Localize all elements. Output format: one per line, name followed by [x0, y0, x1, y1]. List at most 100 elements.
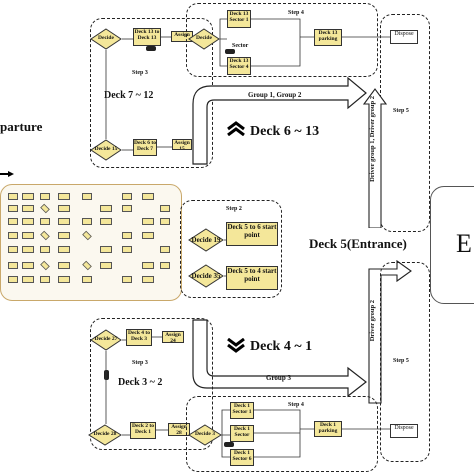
model-block [40, 193, 50, 200]
step5-bottom-container [380, 262, 430, 462]
decide-3[interactable]: Decide 3 [188, 424, 222, 446]
assign-28-node[interactable]: Assign 28 [168, 423, 190, 436]
dispose-top-node[interactable]: Dispose [390, 30, 418, 44]
model-block [82, 193, 92, 200]
deck-1-parking-node[interactable]: Deck 1 parking [314, 421, 342, 437]
dispose-bottom-node[interactable]: Dispose [390, 424, 418, 438]
model-block [8, 232, 18, 239]
group-1-2-arrow [190, 76, 370, 166]
deck-1-sector-node[interactable]: Deck 1 Sector [230, 425, 254, 442]
chevron-up-icon [226, 120, 246, 137]
decide-35[interactable]: Decide 35 [188, 264, 224, 288]
decide-15[interactable]: Decide 15 [90, 139, 122, 161]
group-3-arrow [190, 318, 370, 400]
model-block [22, 218, 34, 225]
departure-label: parture [0, 119, 43, 134]
step5-top-label: Step 5 [393, 108, 409, 114]
step2-label: Step 2 [226, 206, 242, 212]
car-icon [225, 49, 235, 54]
deck-13-sector-1-node[interactable]: Deck 13 Sector 1 [227, 10, 251, 28]
deck-5-to-4-node[interactable]: Deck 5 to 4 start point [226, 266, 278, 290]
model-block [100, 262, 112, 269]
step4-top-label: Step 4 [288, 10, 304, 16]
model-block [122, 276, 132, 283]
step3-bottom-container [90, 318, 213, 450]
deck-13-sector-4-node[interactable]: Deck 13 Sector 4 [227, 57, 251, 75]
model-block [142, 262, 154, 269]
model-block [100, 246, 112, 253]
model-block [40, 276, 50, 283]
model-block [8, 218, 18, 225]
car-icon [146, 46, 156, 51]
model-block [100, 205, 112, 212]
model-block [58, 205, 70, 212]
step3-bottom-label: Step 3 [132, 360, 148, 366]
chevron-down-icon [226, 337, 246, 354]
model-block [22, 276, 34, 283]
group-3-label: Group 3 [266, 374, 291, 382]
deck-5-to-6-node[interactable]: Deck 5 to 6 start point [226, 222, 278, 246]
model-block [82, 218, 92, 225]
deck-4-to-3-node[interactable]: Deck 4 to Deck 3 [126, 329, 152, 346]
deck-13-parking-node[interactable]: Deck 13 parking [314, 29, 342, 46]
assign-15-node[interactable]: Assign 15 [172, 139, 192, 150]
assign-24-node[interactable]: Assign 24 [162, 331, 184, 343]
deck-6-13-label: Deck 6 ~ 13 [250, 124, 320, 139]
model-block [22, 205, 34, 212]
model-block [142, 218, 154, 225]
sector-label: Sector [232, 43, 249, 49]
model-block [122, 205, 132, 212]
model-block [8, 193, 18, 200]
model-block [160, 205, 170, 212]
model-block [122, 246, 132, 253]
model-block [82, 276, 92, 283]
step4-bottom-label: Step 4 [288, 402, 304, 408]
model-block [160, 246, 170, 253]
departure-arrow [0, 164, 14, 177]
decide-top-left[interactable]: Decide [90, 28, 122, 50]
step5-bottom-label: Step 5 [393, 358, 409, 364]
step3-top-label: Step 3 [132, 70, 148, 76]
model-block [8, 262, 18, 269]
decide-19[interactable]: Decide 19 [188, 228, 224, 252]
model-block [142, 193, 154, 200]
decide-27[interactable]: Decide 27 [90, 329, 122, 351]
model-block [142, 276, 154, 283]
model-block [58, 262, 70, 269]
entrance-box [430, 186, 474, 304]
car-icon [224, 442, 234, 447]
model-block [58, 218, 70, 225]
model-block [100, 218, 112, 225]
deck-7-12-label: Deck 7 ~ 12 [104, 90, 154, 101]
car-icon [104, 370, 109, 380]
deck-1-sector-6-node[interactable]: Deck 1 Sector 6 [230, 449, 254, 466]
model-block [122, 232, 132, 239]
model-block [40, 218, 50, 225]
model-block [22, 262, 34, 269]
model-block [22, 246, 34, 253]
model-block [8, 205, 18, 212]
deck-3-2-label: Deck 3 ~ 2 [118, 377, 163, 388]
decide-28[interactable]: Decide 28 [88, 424, 122, 446]
decide-top-right[interactable]: Decide [188, 28, 220, 50]
deck-2-to-1-node[interactable]: Deck 2 to Deck 1 [130, 422, 156, 439]
deck-4-1-label: Deck 4 ~ 1 [250, 339, 313, 354]
model-block [40, 246, 50, 253]
model-block [142, 232, 154, 239]
model-block [58, 193, 70, 200]
deck-1-sector-1-node[interactable]: Deck 1 Sector 1 [230, 402, 254, 419]
model-block [58, 246, 70, 253]
step4-bottom-container [186, 396, 378, 472]
model-block [8, 276, 18, 283]
model-block [58, 232, 70, 239]
entrance-letter: E [456, 229, 472, 258]
model-block [58, 276, 70, 283]
model-block [160, 262, 170, 269]
model-block [122, 193, 132, 200]
deck-6-to-7-node[interactable]: Deck 6 to Deck 7 [133, 139, 157, 156]
model-block [160, 218, 170, 225]
deck-13-to-13-node[interactable]: Deck 13 to Deck 13 [133, 28, 161, 46]
step2-container [180, 200, 282, 298]
driver-arrow-upper [362, 88, 388, 229]
